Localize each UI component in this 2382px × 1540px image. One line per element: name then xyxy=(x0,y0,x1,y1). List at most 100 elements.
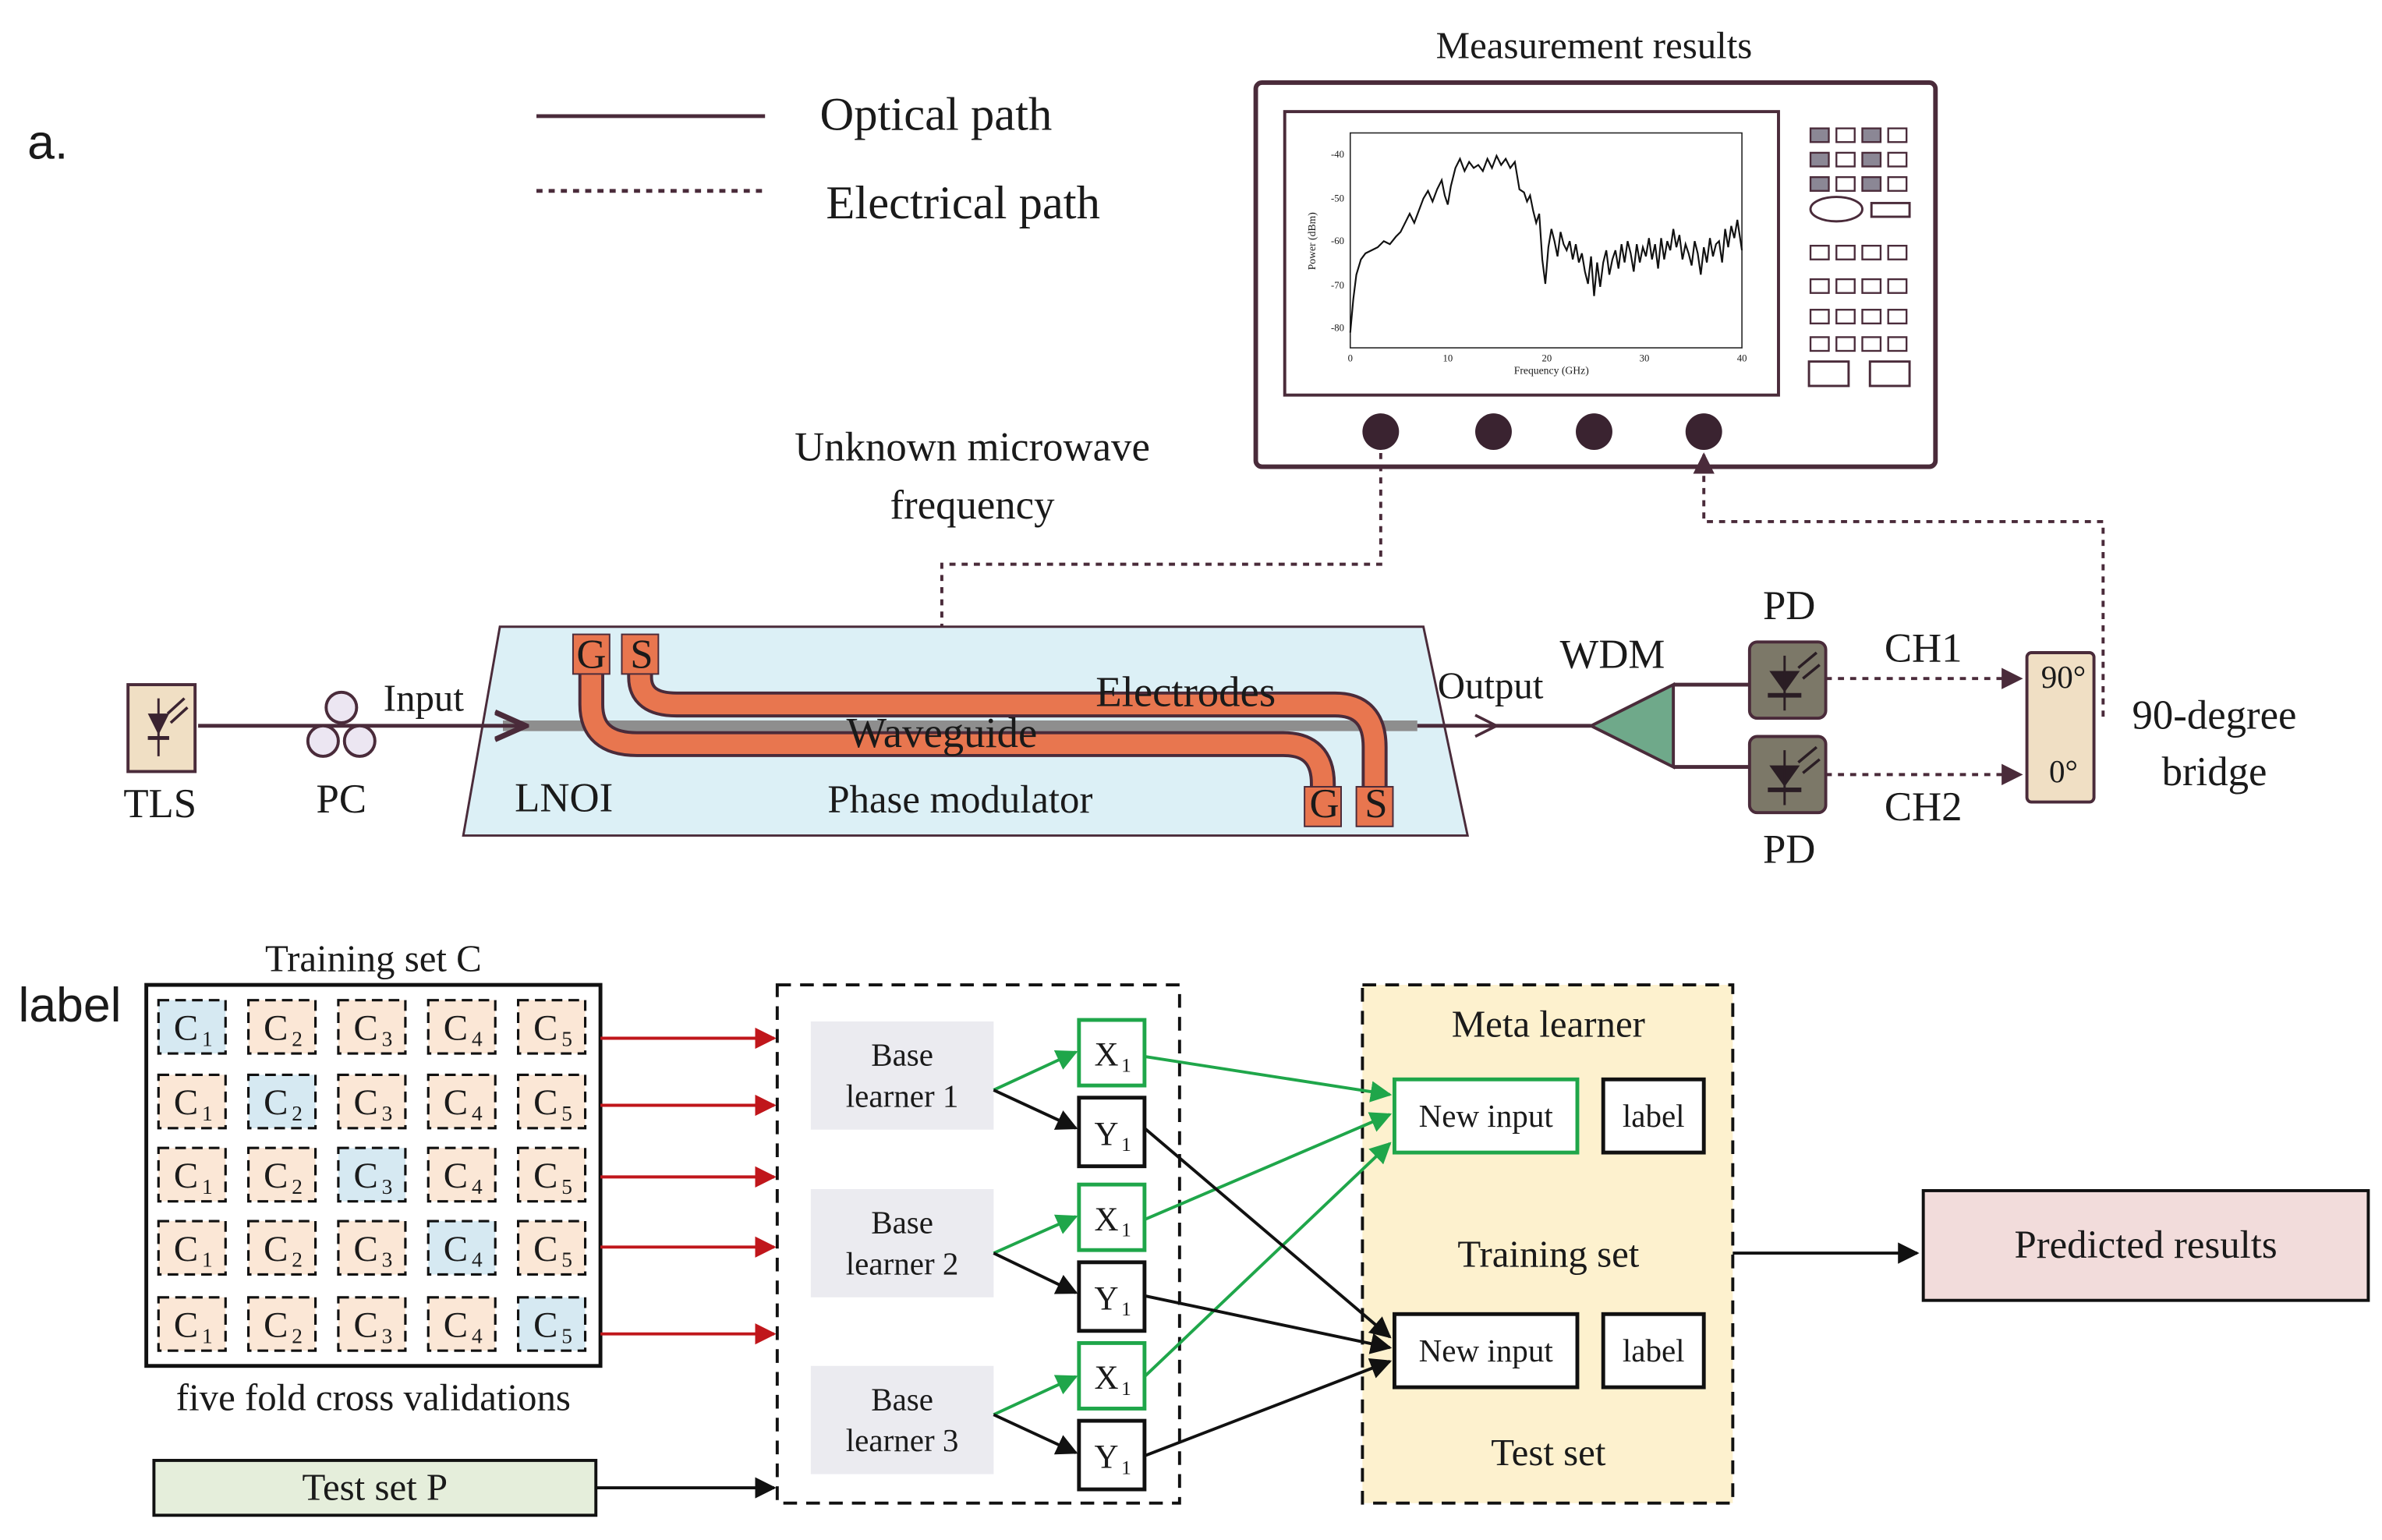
cv-cell-letter: C xyxy=(264,1156,288,1196)
cv-cell xyxy=(157,1296,227,1352)
cv-cell-letter: C xyxy=(444,1007,468,1048)
ytick-label: -60 xyxy=(1331,235,1344,246)
instrument-knob xyxy=(1685,413,1722,451)
plot-frame xyxy=(1349,132,1743,349)
cv-cell xyxy=(337,1073,407,1130)
cv-cell-subscript: 4 xyxy=(472,1324,483,1347)
instrument-key xyxy=(1887,278,1908,294)
instrument-keypad xyxy=(1809,127,1908,352)
learner1-to-y xyxy=(993,1089,1078,1130)
fold-arrows xyxy=(600,1027,777,1345)
ytick-label: -70 xyxy=(1331,280,1344,291)
cv-cell xyxy=(426,999,497,1055)
cv-cell xyxy=(157,999,227,1055)
cv-cell-letter: C xyxy=(264,1007,288,1048)
bridge-90-label: 90° xyxy=(2041,659,2086,695)
pad-s-left xyxy=(621,633,660,675)
cv-cell-subscript: 2 xyxy=(292,1175,303,1198)
pc-label: PC xyxy=(317,777,367,822)
xtick-label: 10 xyxy=(1443,353,1453,364)
instrument-key xyxy=(1809,127,1830,143)
pad-g-left xyxy=(572,633,611,675)
instrument-slot xyxy=(1870,201,1911,218)
output-label: Output xyxy=(1438,664,1544,707)
cv-cell-subscript: 4 xyxy=(472,1175,483,1198)
x-sub: 1 xyxy=(1121,1220,1131,1241)
cv-cell xyxy=(157,1146,227,1203)
instrument-key xyxy=(1835,336,1856,352)
cv-cell-subscript: 2 xyxy=(292,1324,303,1347)
cv-cell xyxy=(516,1073,587,1130)
training-set-title: Training set C xyxy=(265,937,482,980)
test-set-p-label: Test set P xyxy=(303,1466,448,1509)
x-box-3: X 1 xyxy=(1077,1340,1147,1411)
ch1-label: CH1 xyxy=(1885,626,1963,671)
electrodes-label: Electrodes xyxy=(1095,667,1276,715)
waveguide-label: Waveguide xyxy=(847,709,1038,756)
cv-cell-subscript: 1 xyxy=(202,1027,213,1050)
learner3-to-y xyxy=(993,1413,1078,1455)
instrument-key xyxy=(1835,278,1856,294)
label-train-box xyxy=(1601,1077,1706,1155)
y-sub: 1 xyxy=(1121,1298,1131,1320)
learner2-to-y xyxy=(993,1251,1078,1294)
learner3-to-x xyxy=(993,1375,1078,1417)
instrument-key xyxy=(1887,336,1908,352)
cv-cell-letter: C xyxy=(533,1229,557,1269)
cv-cell-subscript: 3 xyxy=(382,1324,393,1347)
cv-cell xyxy=(247,999,317,1055)
x-box-2: X 1 xyxy=(1077,1182,1147,1252)
instrument-key xyxy=(1861,127,1882,143)
instrument-key xyxy=(1809,278,1830,294)
cv-cell xyxy=(157,1220,227,1276)
cv-cell-subscript: 5 xyxy=(561,1102,572,1125)
cv-cell-subscript: 2 xyxy=(292,1027,303,1050)
new-input-train-box xyxy=(1392,1077,1580,1155)
cv-cell-letter: C xyxy=(444,1305,468,1346)
x3-to-meta xyxy=(1143,1142,1392,1378)
cv-cell-letter: C xyxy=(353,1305,377,1346)
instrument-key xyxy=(1861,336,1882,352)
cv-cell-letter: C xyxy=(444,1156,468,1196)
learner2-to-x xyxy=(993,1214,1078,1255)
unknown-frequency-line1: Unknown microwave xyxy=(795,425,1150,470)
cv-cell-subscript: 4 xyxy=(472,1248,483,1272)
cv-cell-subscript: 2 xyxy=(292,1248,303,1272)
cv-cell-letter: C xyxy=(264,1082,288,1123)
cv-cell xyxy=(157,1073,227,1130)
instrument-key xyxy=(1835,309,1856,324)
instrument-key xyxy=(1807,360,1850,388)
test-set-label: Test set xyxy=(1491,1431,1606,1474)
label-test-label: label xyxy=(1623,1333,1685,1368)
cv-cell xyxy=(247,1296,317,1352)
instrument-key xyxy=(1809,151,1830,168)
learner1-to-x xyxy=(993,1050,1078,1092)
legend-electrical-label: Electrical path xyxy=(826,177,1100,229)
instrument-key xyxy=(1809,309,1830,324)
photodetector-2 xyxy=(1747,735,1828,815)
meta-learner-title: Meta learner xyxy=(1452,1003,1645,1046)
cv-cell-letter: C xyxy=(264,1305,288,1346)
base-learner-2-line2: learner 2 xyxy=(846,1245,959,1281)
base-learner-2-line1: Base xyxy=(871,1205,933,1241)
cv-cell-letter: C xyxy=(353,1007,377,1048)
cv-cell xyxy=(337,1220,407,1276)
cv-cell-subscript: 3 xyxy=(382,1175,393,1198)
base-learners-frame xyxy=(775,983,1181,1505)
cv-cell xyxy=(516,1296,587,1352)
tls-label: TLS xyxy=(123,781,196,827)
pad-label-g: G xyxy=(576,632,606,678)
y-box-2: Y 1 xyxy=(1077,1260,1147,1333)
cv-cell-subscript: 2 xyxy=(292,1102,303,1125)
y-letter: Y xyxy=(1094,1439,1118,1476)
x-sub: 1 xyxy=(1121,1378,1131,1400)
predicted-results-label: Predicted results xyxy=(2014,1223,2277,1266)
panel-a-label: a. xyxy=(27,115,68,170)
instrument-key xyxy=(1861,175,1882,192)
meta-learner-frame xyxy=(1361,983,1735,1505)
cv-cell xyxy=(426,1220,497,1276)
xtick-label: 30 xyxy=(1640,353,1650,364)
test-set-p-box xyxy=(152,1458,598,1517)
cv-cell-letter: C xyxy=(533,1156,557,1196)
